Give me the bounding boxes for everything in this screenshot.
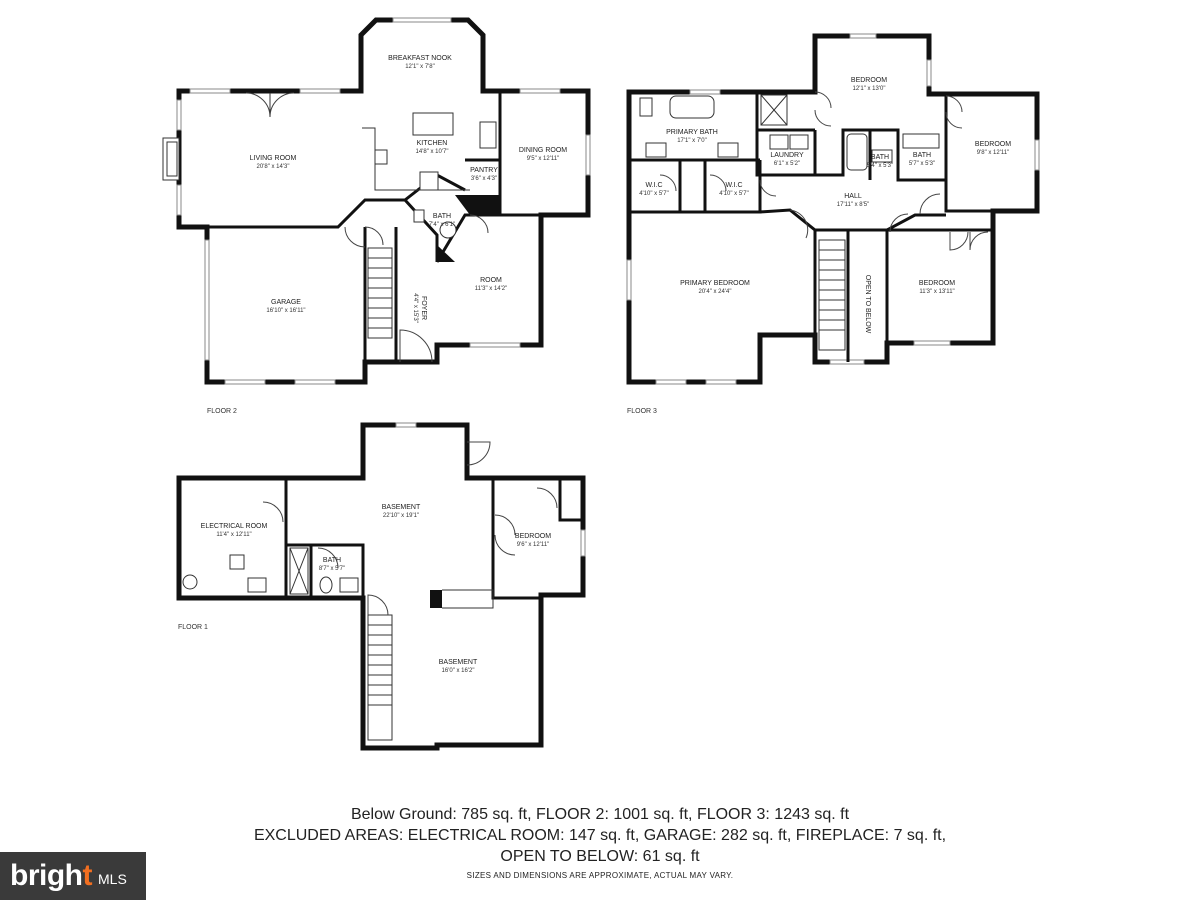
primary-bedroom-name: PRIMARY BEDROOM <box>680 280 750 287</box>
floor-1-plan <box>176 422 586 751</box>
logo-wordmark: bright <box>10 859 92 892</box>
room-dim: 11'3" x 14'2" <box>475 286 507 292</box>
breakfast-nook-name: BREAKFAST NOOK <box>388 55 452 62</box>
basement-top-dim: 22'10" x 19'1" <box>383 513 419 519</box>
wic-a-name: W.I.C <box>645 182 662 189</box>
laundry-dim: 6'1" x 5'2" <box>774 161 800 167</box>
area-summary-line-1: Below Ground: 785 sq. ft, FLOOR 2: 1001 … <box>350 806 850 823</box>
wic-a-dim: 4'10" x 5'7" <box>639 191 669 197</box>
foyer-name: FOYER <box>420 296 427 320</box>
wic-b-dim: 4'10" x 5'7" <box>719 191 749 197</box>
breakfast-nook-dim: 12'1" x 7'8" <box>405 64 435 70</box>
primary-bath-dim: 17'1" x 7'0" <box>677 138 707 144</box>
pantry-name: PANTRY <box>470 167 498 174</box>
floor-1-label: FLOOR 1 <box>178 624 208 631</box>
dimensions-disclaimer: SIZES AND DIMENSIONS ARE APPROXIMATE, AC… <box>466 871 734 880</box>
bedroom-right-name: BEDROOM <box>975 141 1011 148</box>
stairs-floor-2 <box>367 247 393 339</box>
area-summary-line-2: EXCLUDED AREAS: ELECTRICAL ROOM: 147 sq.… <box>253 827 947 844</box>
basement-bottom-dim: 16'0" x 16'2" <box>442 668 475 674</box>
bath-floor1-name: BATH <box>323 557 341 564</box>
stairs-floor-1 <box>367 614 393 741</box>
bath-a-name: BATH <box>871 154 889 161</box>
kitchen-name: KITCHEN <box>417 140 448 147</box>
bath-b-name: BATH <box>913 152 931 159</box>
electrical-room-dim: 11'4" x 12'11" <box>216 532 251 538</box>
bedroom-top-dim: 12'1" x 13'0" <box>853 86 886 92</box>
bedroom-floor1-name: BEDROOM <box>515 533 551 540</box>
floor-2-plan <box>162 17 591 385</box>
garage-name: GARAGE <box>271 299 301 306</box>
basement-bottom-name: BASEMENT <box>439 659 478 666</box>
foyer-dim: 4'4" x 15'3" <box>412 293 418 323</box>
bright-mls-logo: bright MLS <box>0 852 146 900</box>
bath-a-dim: 5'4" x 5'3" <box>867 163 893 169</box>
wic-b-name: W.I.C <box>725 182 742 189</box>
stairs-floor-3 <box>818 239 846 351</box>
garage-dim: 16'10" x 16'11" <box>266 308 305 314</box>
living-room-name: LIVING ROOM <box>250 155 297 162</box>
laundry-name: LAUNDRY <box>770 152 804 159</box>
bedroom-floor1-dim: 9'6" x 12'11" <box>517 542 549 548</box>
bedroom-right-dim: 9'8" x 12'11" <box>977 150 1009 156</box>
bath-floor2-name: BATH <box>433 213 451 220</box>
room-name: ROOM <box>480 277 502 284</box>
living-room-dim: 20'8" x 14'3" <box>257 164 290 170</box>
bedroom-bottom-dim: 11'3" x 13'11" <box>919 289 954 295</box>
dining-room-dim: 9'5" x 12'11" <box>527 156 559 162</box>
hall-name: HALL <box>844 193 862 200</box>
floor-2-label: FLOOR 2 <box>207 408 237 415</box>
bath-floor2-dim: 7'4" x 6'1" <box>429 222 455 228</box>
primary-bedroom-dim: 20'4" x 24'4" <box>699 289 732 295</box>
floor-1-exterior-walls <box>176 422 586 751</box>
open-to-below-name: OPEN TO BELOW <box>864 275 871 334</box>
electrical-room-name: ELECTRICAL ROOM <box>201 523 268 530</box>
floor-3-labels: BEDROOM 12'1" x 13'0" PRIMARY BATH 17'1"… <box>627 77 1011 415</box>
logo-suffix: MLS <box>98 871 127 887</box>
floor-1-labels: BASEMENT 22'10" x 19'1" ELECTRICAL ROOM … <box>178 504 551 674</box>
bath-floor1-dim: 8'7" x 5'7" <box>319 566 345 572</box>
primary-bath-name: PRIMARY BATH <box>666 129 718 136</box>
bath-b-dim: 5'7" x 5'3" <box>909 161 935 167</box>
kitchen-dim: 14'8" x 10'7" <box>416 149 449 155</box>
floor-2-labels: BREAKFAST NOOK 12'1" x 7'8" KITCHEN 14'8… <box>207 55 567 415</box>
floor-3-plan <box>626 33 1040 385</box>
area-summary-line-3: OPEN TO BELOW: 61 sq. ft <box>500 848 700 865</box>
hall-dim: 17'11" x 8'5" <box>837 202 869 208</box>
basement-top-name: BASEMENT <box>382 504 421 511</box>
pantry-dim: 3'6" x 4'3" <box>471 176 497 182</box>
bedroom-bottom-name: BEDROOM <box>919 280 955 287</box>
floor-3-exterior-walls <box>626 33 1040 385</box>
bedroom-top-name: BEDROOM <box>851 77 887 84</box>
floor-3-label: FLOOR 3 <box>627 408 657 415</box>
dining-room-name: DINING ROOM <box>519 147 567 154</box>
